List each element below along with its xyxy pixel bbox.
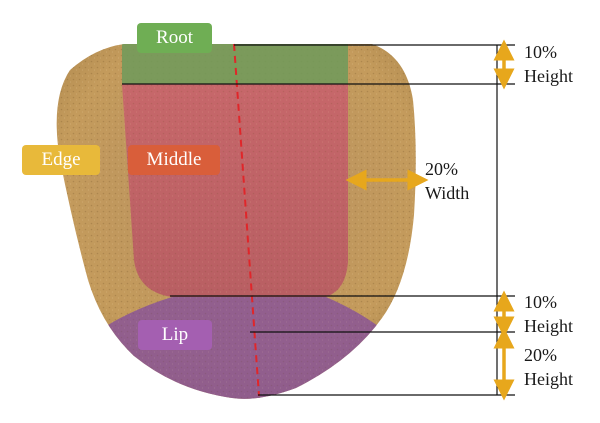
edge-label: Edge <box>22 145 100 175</box>
edge-width-label: 20% Width <box>425 157 469 205</box>
root-height-unit: Height <box>524 66 573 86</box>
root-height-value: 10% <box>524 42 557 62</box>
middle-label: Middle <box>128 145 220 175</box>
middle-gap-height-value: 10% <box>524 292 557 312</box>
center-line <box>233 43 260 397</box>
root-label: Root <box>137 23 212 53</box>
dimension-arrows <box>345 39 515 401</box>
edge-width-value: 20% <box>425 159 458 179</box>
middle-gap-height-unit: Height <box>524 316 573 336</box>
guide-lines <box>122 44 515 396</box>
tongue-body <box>56 44 416 399</box>
root-height-label: 10% Height <box>524 40 573 88</box>
lip-label: Lip <box>138 320 212 350</box>
middle-gap-height-label: 10% Height <box>524 290 573 338</box>
lip-height-value: 20% <box>524 345 557 365</box>
lip-height-unit: Height <box>524 369 573 389</box>
edge-width-unit: Width <box>425 183 470 203</box>
lip-height-label: 20% Height <box>524 343 573 391</box>
